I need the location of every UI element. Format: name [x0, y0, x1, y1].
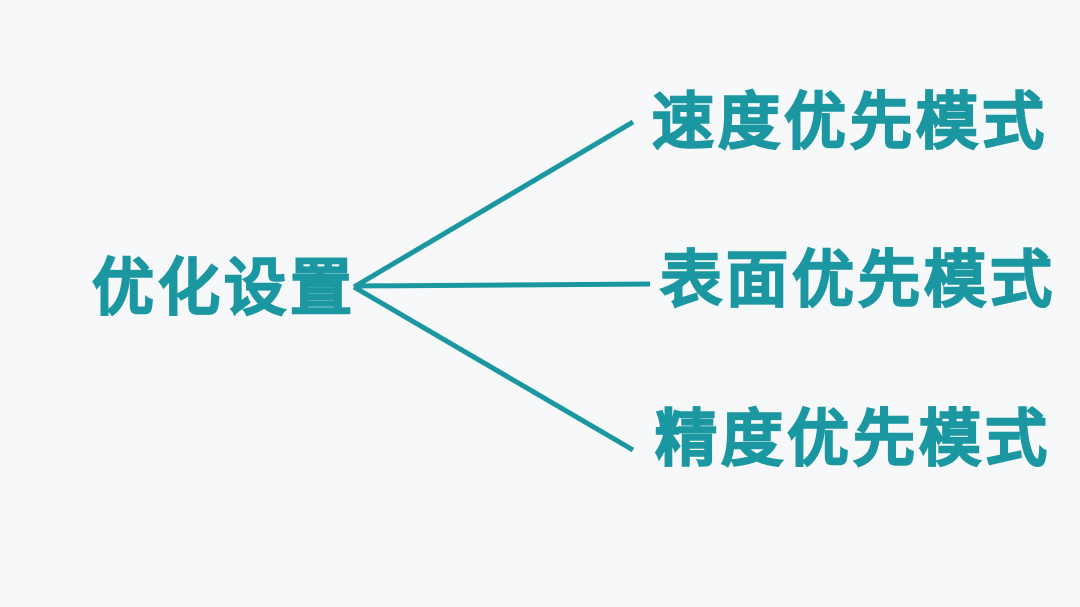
branch-node-surface-priority: 表面优先模式	[659, 246, 1057, 315]
connector-line-top	[352, 119, 635, 290]
branch-node-precision-priority: 精度优先模式	[654, 405, 1052, 474]
branch-node-speed-priority: 速度优先模式	[651, 88, 1049, 157]
connector-line-middle	[353, 281, 651, 289]
connector-line-bottom	[352, 284, 635, 453]
root-node-label: 优化设置	[91, 254, 357, 323]
